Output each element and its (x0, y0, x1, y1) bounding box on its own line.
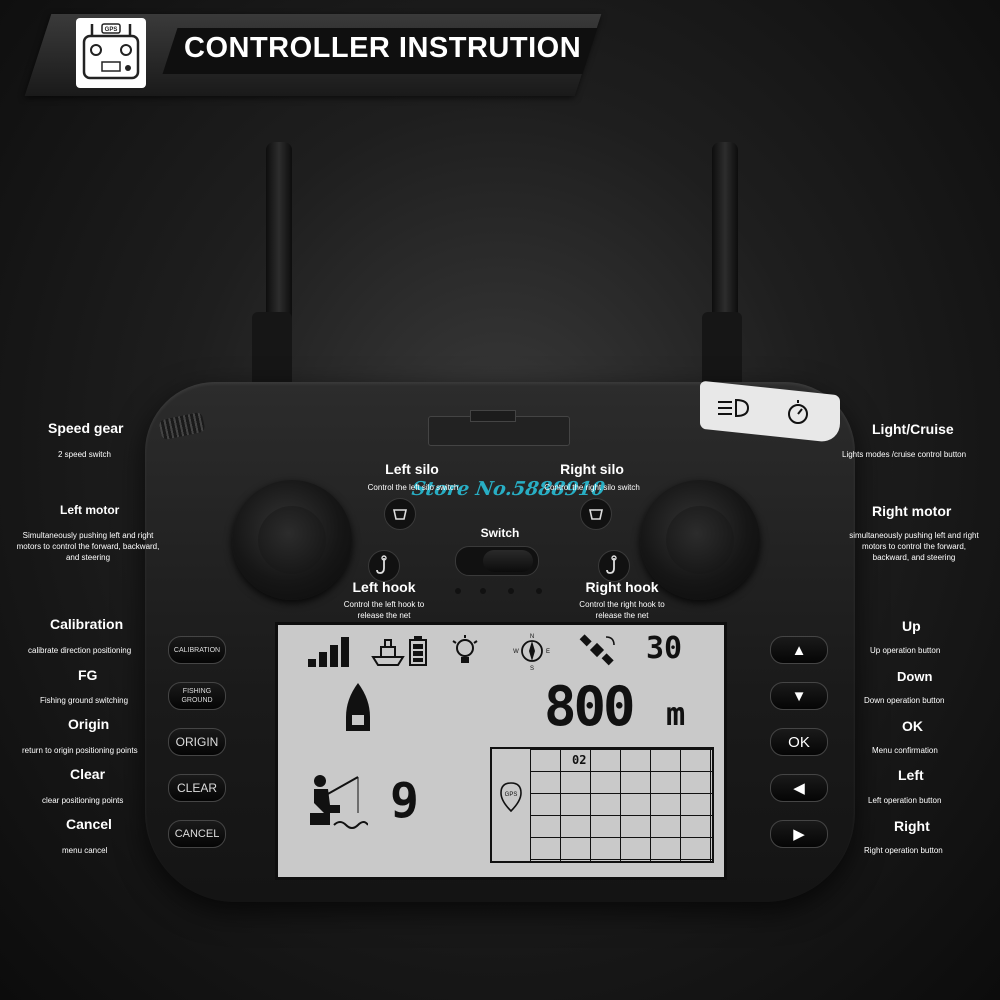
origin-desc: return to origin positioning points (22, 746, 138, 755)
clear-title: Clear (70, 766, 106, 782)
lcd-screen: N S E W 30 800 m 9 02 GPS (275, 622, 727, 880)
right-hook-title: Right hook (585, 579, 659, 595)
hook-icon (606, 555, 617, 574)
right-motor-desc: simultaneously pushing left and right mo… (849, 531, 979, 562)
silo-icon (589, 509, 603, 520)
calibration-button[interactable]: CALIBRATION (168, 636, 226, 664)
speed-gear-desc: 2 speed switch (58, 450, 111, 459)
origin-title: Origin (68, 716, 110, 732)
switch-label: Switch (480, 526, 520, 540)
right-motor-title: Right motor (872, 503, 952, 519)
svg-text:W: W (513, 649, 519, 655)
left-hook-button[interactable] (368, 550, 400, 582)
headlight-icon (718, 398, 808, 424)
indicator-led (508, 588, 514, 594)
svg-text:N: N (530, 634, 534, 640)
left-silo-title: Left silo (385, 461, 439, 477)
remote-controller-icon: GPS (76, 18, 146, 88)
right-silo-button[interactable] (580, 498, 612, 530)
left-motor-stick[interactable] (232, 480, 352, 600)
grid-cells (530, 749, 712, 861)
clear-desc: clear positioning points (42, 796, 124, 805)
signal-strength-icon (308, 637, 349, 667)
satellite-icon (579, 634, 615, 666)
clear-button[interactable]: CLEAR (168, 774, 226, 802)
svg-text:E: E (546, 649, 550, 655)
right-hook-button[interactable] (598, 550, 630, 582)
right-title: Right (894, 818, 930, 834)
cancel-title: Cancel (66, 816, 112, 832)
origin-button[interactable]: ORIGIN (168, 728, 226, 756)
boat-icon (346, 683, 370, 731)
right-button[interactable]: ▶ (770, 820, 828, 848)
indicator-led (480, 588, 486, 594)
silo-icon (393, 509, 407, 520)
svg-text:GPS: GPS (105, 27, 118, 33)
right-desc: Right operation button (864, 846, 943, 855)
left-title: Left (898, 767, 924, 783)
ok-desc: Menu confirmation (872, 746, 938, 755)
indicator-led (536, 588, 542, 594)
boat-status-icon (371, 639, 405, 666)
light-cruise-title: Light/Cruise (872, 421, 954, 437)
up-title: Up (902, 618, 921, 634)
left-hook-title: Left hook (352, 579, 416, 595)
cancel-button[interactable]: CANCEL (168, 820, 226, 848)
map-grid: 02 GPS (490, 747, 714, 863)
fishing-point-count: 9 (390, 773, 419, 829)
speed-gear-title: Speed gear (48, 420, 124, 436)
calibration-desc: calibrate direction positioning (28, 646, 132, 655)
right-motor-stick[interactable] (640, 480, 760, 600)
page-title: CONTROLLER INSTRUTION (184, 32, 582, 64)
compass-icon: N S E W (513, 634, 550, 671)
mode-switch[interactable] (455, 546, 539, 576)
battery-icon (409, 636, 427, 666)
left-motor-title: Left motor (60, 503, 120, 517)
left-silo-button[interactable] (384, 498, 416, 530)
down-title: Down (897, 669, 933, 684)
distance-value: 800 (544, 675, 636, 738)
light-cruise-desc: Lights modes /cruise control button (842, 450, 967, 459)
grid-label: 02 (570, 753, 589, 767)
distance-unit: m (666, 695, 686, 733)
fg-title: FG (78, 667, 98, 683)
fishing-icon (310, 775, 368, 829)
fishing-ground-button[interactable]: FISHING GROUND (168, 682, 226, 710)
svg-text:S: S (530, 666, 534, 671)
battery-cover-clip (470, 410, 516, 422)
right-silo-title: Right silo (560, 461, 624, 477)
right-silo-desc: Control the right silo switch (544, 483, 640, 492)
down-button[interactable]: ▼ (770, 682, 828, 710)
right-antenna-base (702, 312, 742, 392)
hook-icon (376, 555, 387, 574)
left-motor-desc: Simultaneously pushing left and right mo… (16, 531, 160, 562)
cancel-desc: menu cancel (62, 846, 108, 855)
right-hook-desc: Control the right hook to release the ne… (579, 600, 665, 620)
fg-desc: Fishing ground switching (40, 696, 129, 705)
left-desc: Left operation button (868, 796, 942, 805)
satellite-count: 30 (646, 631, 683, 666)
calibration-title: Calibration (50, 616, 124, 632)
up-button[interactable]: ▲ (770, 636, 828, 664)
left-silo-desc: Control the left silo switch (367, 483, 459, 492)
light-bulb-icon (452, 635, 478, 663)
indicator-led (455, 588, 461, 594)
up-desc: Up operation button (870, 646, 941, 655)
ok-button[interactable]: OK (770, 728, 828, 756)
left-button[interactable]: ◀ (770, 774, 828, 802)
down-desc: Down operation button (864, 696, 945, 705)
gps-pin-icon: GPS (500, 782, 522, 813)
svg-text:GPS: GPS (505, 792, 518, 798)
ok-title: OK (902, 718, 923, 734)
left-hook-desc: Control the left hook to release the net (343, 600, 425, 620)
left-antenna-base (252, 312, 292, 392)
